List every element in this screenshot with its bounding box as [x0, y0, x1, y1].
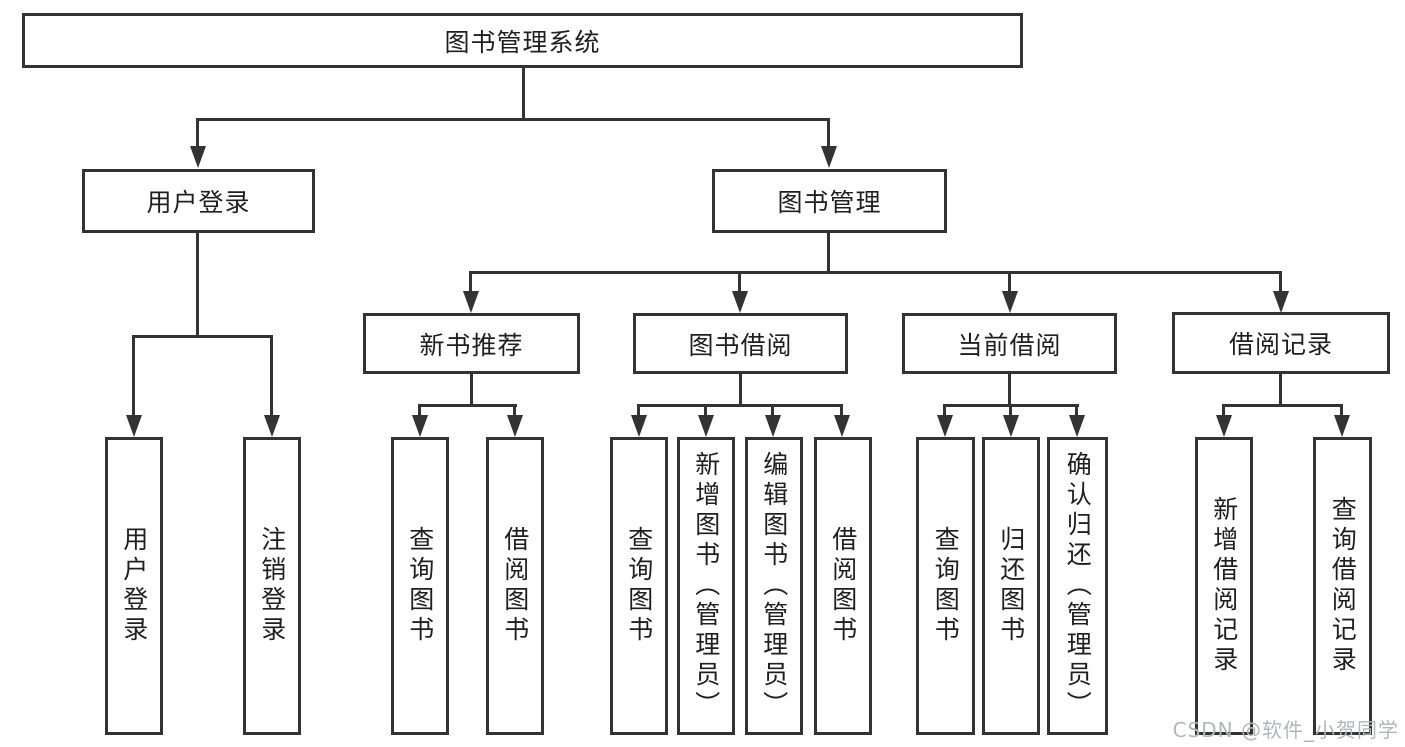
arrowhead-down-icon: [821, 146, 837, 168]
arrowhead-down-icon: [463, 291, 479, 313]
connector-line: [469, 271, 472, 291]
connector-line: [132, 335, 135, 415]
node-label: 查询图书: [624, 526, 654, 646]
connector-line: [1222, 404, 1343, 407]
leaf-edit-book-admin: 编辑图书（管理员）: [745, 437, 803, 735]
arrowhead-down-icon: [765, 415, 781, 437]
watermark: CSDN @软件_小贺同学: [1172, 718, 1399, 742]
connector-line: [827, 233, 830, 273]
arrowhead-down-icon: [190, 146, 206, 168]
connector-line: [270, 335, 273, 415]
node-label: 确认归还（管理员）: [1063, 451, 1093, 721]
leaf-add-borrow-record: 新增借阅记录: [1195, 437, 1253, 735]
node-label: 用户登录: [119, 526, 149, 646]
node-label: 新增借阅记录: [1209, 496, 1239, 676]
leaf-return-books: 归还图书: [982, 437, 1040, 735]
node-label: 借阅图书: [828, 526, 858, 646]
connector-line: [1075, 404, 1078, 417]
node-label: 当前借阅: [957, 330, 1062, 360]
node-user-login: 用户登录: [82, 169, 315, 233]
arrowhead-down-icon: [631, 415, 647, 437]
arrowhead-down-icon: [1334, 415, 1350, 437]
node-label: 查询借阅记录: [1328, 496, 1358, 676]
node-label: 新增图书（管理员）: [691, 451, 721, 721]
arrowhead-down-icon: [507, 415, 523, 437]
connector-line: [522, 68, 525, 120]
arrowhead-down-icon: [834, 415, 850, 437]
leaf-borrow-books-recommendation: 借阅图书: [486, 437, 544, 735]
node-label: 归还图书: [996, 526, 1026, 646]
arrowhead-down-icon: [264, 415, 280, 437]
node-label: 查询图书: [405, 526, 435, 646]
leaf-query-books-recommendation: 查询图书: [391, 437, 449, 735]
connector-line: [1222, 404, 1225, 417]
arrowhead-down-icon: [1003, 415, 1019, 437]
connector-line: [637, 404, 640, 417]
arrowhead-down-icon: [1273, 291, 1289, 313]
connector-line: [943, 404, 946, 417]
connector-line: [1008, 374, 1011, 406]
arrowhead-down-icon: [732, 291, 748, 313]
connector-line: [469, 271, 1281, 274]
node-label: 图书借阅: [688, 330, 793, 360]
node-book-management: 图书管理: [712, 169, 947, 233]
node-book-borrowing: 图书借阅: [633, 313, 848, 374]
leaf-user-login: 用户登录: [105, 437, 163, 735]
leaf-add-book-admin: 新增图书（管理员）: [677, 437, 735, 735]
connector-line: [1340, 404, 1343, 417]
connector-line: [418, 404, 517, 407]
node-label: 新书推荐: [419, 330, 524, 360]
arrowhead-down-icon: [698, 415, 714, 437]
arrowhead-down-icon: [1002, 291, 1018, 313]
connector-line: [513, 404, 516, 417]
node-label: 查询图书: [931, 526, 961, 646]
leaf-query-books-borrowing: 查询图书: [610, 437, 668, 735]
connector-line: [704, 404, 707, 417]
connector-line: [771, 404, 774, 417]
arrowhead-down-icon: [1069, 415, 1085, 437]
connector-line: [470, 374, 473, 406]
leaf-query-books-current: 查询图书: [916, 437, 975, 735]
arrowhead-down-icon: [1216, 415, 1232, 437]
connector-line: [738, 271, 741, 291]
node-label: 图书管理: [777, 188, 882, 217]
leaf-borrow-books: 借阅图书: [814, 437, 872, 735]
connector-line: [739, 374, 742, 406]
connector-line: [196, 118, 199, 150]
node-new-book-recommendation: 新书推荐: [363, 313, 580, 374]
connector-line: [827, 118, 830, 150]
node-label: 图书管理系统: [444, 27, 601, 57]
connector-line: [1008, 271, 1011, 291]
connector-line: [1279, 374, 1282, 406]
connector-line: [840, 404, 843, 417]
node-library-management-system: 图书管理系统: [22, 13, 1023, 68]
node-borrowing-records: 借阅记录: [1172, 312, 1390, 374]
arrowhead-down-icon: [126, 415, 142, 437]
connector-line: [418, 404, 421, 417]
arrowhead-down-icon: [937, 415, 953, 437]
leaf-logout: 注销登录: [243, 437, 301, 735]
arrowhead-down-icon: [412, 415, 428, 437]
connector-line: [132, 335, 273, 338]
leaf-confirm-return-admin: 确认归还（管理员）: [1047, 437, 1108, 735]
node-current-borrowing: 当前借阅: [902, 313, 1117, 374]
connector-line: [196, 118, 830, 121]
node-label: 借阅图书: [500, 526, 530, 646]
connector-line: [637, 404, 843, 407]
connector-line: [1279, 271, 1282, 291]
leaf-query-borrow-record: 查询借阅记录: [1313, 437, 1372, 735]
node-label: 编辑图书（管理员）: [759, 451, 789, 721]
node-label: 借阅记录: [1228, 330, 1333, 359]
connector-line: [196, 233, 199, 337]
node-label: 注销登录: [257, 526, 287, 646]
node-label: 用户登录: [146, 188, 251, 217]
connector-line: [1009, 404, 1012, 417]
